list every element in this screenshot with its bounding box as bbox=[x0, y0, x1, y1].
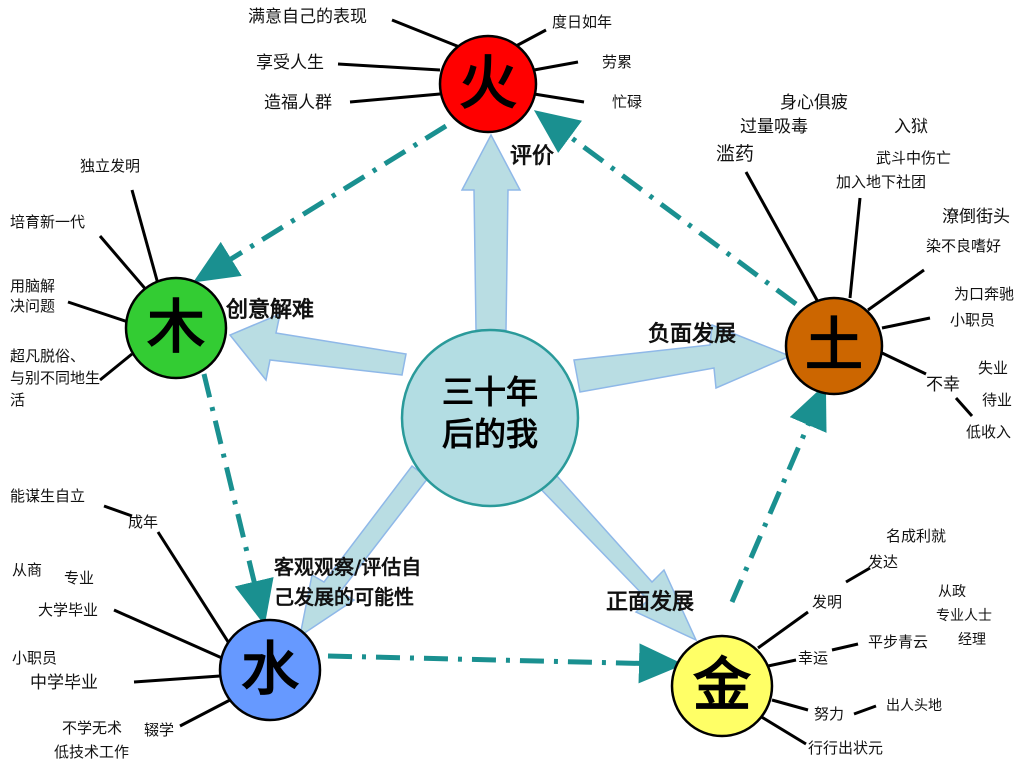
metal-circle bbox=[670, 634, 774, 738]
label-positive: 正面发展 bbox=[606, 589, 695, 615]
water-item-business: 从商 bbox=[12, 561, 43, 579]
water-item-self-support: 能谋生自立 bbox=[10, 487, 86, 505]
earth-char: 土 bbox=[804, 311, 863, 379]
fire-item-benefit-people: 造福人群 bbox=[264, 93, 332, 113]
metal-item-politics: 从政 bbox=[938, 584, 966, 600]
wood-item-extraordinary-1: 超凡脱俗、 bbox=[10, 347, 86, 365]
earth-item-low-income: 低收入 bbox=[966, 423, 1012, 441]
water-spokes bbox=[103, 504, 234, 728]
fire-spokes bbox=[337, 18, 585, 104]
label-negative: 负面发展 bbox=[648, 321, 737, 347]
metal-item-manager: 经理 bbox=[958, 632, 986, 648]
label-evaluate: 评价 bbox=[510, 143, 555, 169]
earth-item-livelihood: 为口奔驰 bbox=[954, 285, 1015, 303]
earth-item-awaiting-job: 待业 bbox=[982, 391, 1013, 409]
dash-arrow-earth-to-fire bbox=[533, 110, 798, 307]
water-item-low-skill-job: 低技术工作 bbox=[54, 743, 130, 761]
fire-char: 火 bbox=[458, 49, 517, 117]
water-item-secondary-school: 中学毕业 bbox=[30, 673, 98, 693]
metal-item-lucky: 幸运 bbox=[798, 649, 829, 667]
water-item-professional: 专业 bbox=[64, 569, 95, 587]
fire-item-busy: 忙碌 bbox=[612, 93, 643, 111]
arrow-to-water bbox=[298, 464, 430, 638]
earth-item-exhausted: 身心俱疲 bbox=[780, 93, 848, 113]
metal-spokes bbox=[757, 566, 877, 746]
metal-item-prosper: 发达 bbox=[868, 553, 899, 571]
arrow-to-metal bbox=[530, 464, 698, 642]
earth-circle bbox=[784, 296, 884, 396]
water-item-clerk: 小职员 bbox=[12, 649, 58, 667]
metal-item-stand-out: 出人头地 bbox=[886, 698, 942, 714]
earth-item-overdose: 过量吸毒 bbox=[740, 117, 808, 137]
fire-item-enjoy-life: 享受人生 bbox=[256, 53, 324, 73]
wood-item-extraordinary-3: 活 bbox=[10, 391, 26, 409]
metal-item-invention: 发明 bbox=[812, 593, 843, 611]
dash-arrow-wood-to-water bbox=[201, 373, 274, 626]
wood-spokes bbox=[67, 189, 160, 382]
wood-item-extraordinary-2: 与别不同地生 bbox=[10, 369, 101, 387]
earth-item-drug-abuse: 滥药 bbox=[716, 143, 755, 165]
metal-item-rise-steadily: 平步青云 bbox=[868, 633, 929, 651]
metal-item-professionals: 专业人士 bbox=[936, 608, 992, 624]
earth-item-unemployed: 失业 bbox=[978, 359, 1009, 377]
earth-item-destitute: 潦倒街头 bbox=[942, 207, 1010, 227]
wood-item-invention: 独立发明 bbox=[80, 157, 141, 175]
center-circle bbox=[400, 328, 580, 508]
center-title-line2: 后的我 bbox=[441, 414, 538, 453]
arrow-to-fire bbox=[460, 133, 522, 331]
metal-item-every-trade: 行行出状元 bbox=[808, 739, 884, 757]
label-objective-2: 己发展的可能性 bbox=[274, 585, 414, 609]
wood-char: 木 bbox=[146, 293, 205, 361]
earth-item-misfortune: 不幸 bbox=[926, 375, 960, 395]
water-circle bbox=[218, 618, 322, 722]
arrow-to-earth bbox=[573, 323, 792, 393]
dash-arrow-water-to-metal bbox=[327, 643, 684, 684]
wood-item-solve-1: 用脑解 bbox=[10, 277, 56, 295]
label-creative: 创意解难 bbox=[226, 297, 315, 323]
arrow-to-wood bbox=[228, 312, 407, 382]
fire-item-tired: 劳累 bbox=[602, 53, 633, 71]
earth-item-fight-death: 武斗中伤亡 bbox=[876, 149, 952, 167]
metal-item-fame-fortune: 名成利就 bbox=[886, 527, 947, 545]
earth-item-gang: 加入地下社团 bbox=[836, 173, 927, 191]
earth-item-prison: 入狱 bbox=[894, 117, 928, 137]
water-item-unskilled: 不学无术 bbox=[62, 719, 123, 737]
water-item-university: 大学毕业 bbox=[38, 601, 99, 619]
metal-char: 金 bbox=[692, 651, 751, 719]
label-objective-1: 客观观察/评估自 bbox=[274, 555, 422, 579]
wood-item-solve-2: 决问题 bbox=[10, 297, 56, 315]
center-title-line1: 三十年 bbox=[441, 373, 538, 411]
wood-circle bbox=[124, 276, 228, 380]
dash-arrow-metal-to-earth bbox=[729, 383, 827, 603]
wood-item-nurture: 培育新一代 bbox=[10, 213, 86, 231]
water-char: 水 bbox=[240, 635, 299, 703]
metal-item-effort: 努力 bbox=[814, 705, 845, 723]
fire-circle bbox=[438, 34, 538, 134]
earth-item-clerk: 小职员 bbox=[950, 311, 996, 329]
fire-item-satisfied: 满意自己的表现 bbox=[248, 7, 367, 27]
dash-arrow-fire-to-wood bbox=[192, 123, 448, 283]
earth-spokes bbox=[744, 171, 974, 417]
fire-item-slow-days: 度日如年 bbox=[552, 13, 613, 31]
earth-item-bad-habits: 染不良嗜好 bbox=[926, 237, 1002, 255]
center-title: 三十年 后的我 bbox=[410, 372, 570, 455]
water-item-dropout: 辍学 bbox=[144, 721, 175, 739]
water-item-adult: 成年 bbox=[128, 513, 159, 531]
